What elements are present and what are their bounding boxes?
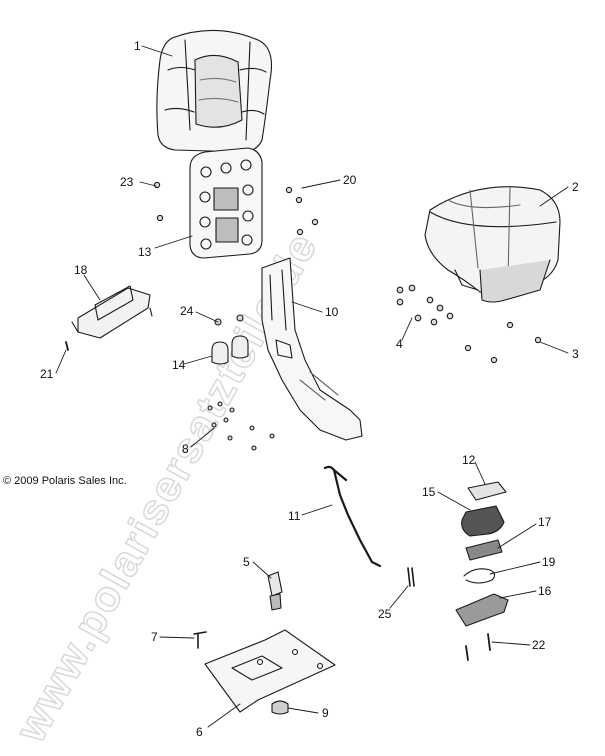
callout-15: 15 bbox=[422, 485, 436, 499]
callout-19: 19 bbox=[542, 555, 556, 569]
callout-labels: 1 2 3 4 5 6 7 8 9 10 11 12 13 14 15 16 1… bbox=[40, 39, 579, 739]
fasteners bbox=[153, 181, 542, 451]
callout-5: 5 bbox=[243, 555, 250, 569]
callout-18: 18 bbox=[74, 263, 88, 277]
callout-6: 6 bbox=[196, 725, 203, 739]
pin bbox=[407, 567, 415, 587]
callout-9: 9 bbox=[322, 706, 329, 720]
backrest-support-frame bbox=[261, 257, 363, 441]
callout-4: 4 bbox=[396, 337, 403, 351]
callout-17: 17 bbox=[538, 515, 552, 529]
latch-housing bbox=[455, 593, 509, 627]
callout-14: 14 bbox=[172, 358, 186, 372]
callout-2: 2 bbox=[572, 180, 579, 194]
callout-11: 11 bbox=[288, 509, 301, 523]
bumper bbox=[211, 335, 249, 365]
callout-20: 20 bbox=[343, 173, 357, 187]
callout-10: 10 bbox=[325, 305, 339, 319]
callout-12: 12 bbox=[462, 453, 476, 467]
callout-16: 16 bbox=[538, 584, 552, 598]
backrest-base bbox=[189, 147, 263, 259]
release-rod bbox=[323, 465, 382, 568]
callout-22: 22 bbox=[532, 638, 546, 652]
spring-clip bbox=[463, 568, 496, 584]
callout-3: 3 bbox=[572, 347, 579, 361]
callout-13: 13 bbox=[138, 245, 152, 259]
bumper bbox=[271, 700, 289, 715]
callout-23: 23 bbox=[120, 175, 134, 189]
callout-8: 8 bbox=[182, 442, 189, 456]
callout-21: 21 bbox=[40, 367, 54, 381]
bolt bbox=[465, 633, 491, 661]
callout-24: 24 bbox=[180, 304, 194, 318]
latch bbox=[267, 571, 283, 611]
seat-cushion bbox=[424, 186, 561, 303]
leader-lines bbox=[55, 45, 569, 728]
backrest-cushion bbox=[156, 29, 273, 153]
pad bbox=[461, 505, 505, 537]
screw bbox=[65, 341, 69, 351]
callout-1: 1 bbox=[134, 39, 141, 53]
mounting-plate bbox=[204, 629, 336, 713]
bracket bbox=[71, 285, 153, 339]
callout-25: 25 bbox=[378, 607, 392, 621]
bolt bbox=[193, 631, 207, 649]
callout-7: 7 bbox=[151, 630, 158, 644]
plate bbox=[467, 481, 507, 501]
latch-bracket bbox=[465, 539, 503, 561]
copyright-text: © 2009 Polaris Sales Inc. bbox=[3, 475, 127, 487]
